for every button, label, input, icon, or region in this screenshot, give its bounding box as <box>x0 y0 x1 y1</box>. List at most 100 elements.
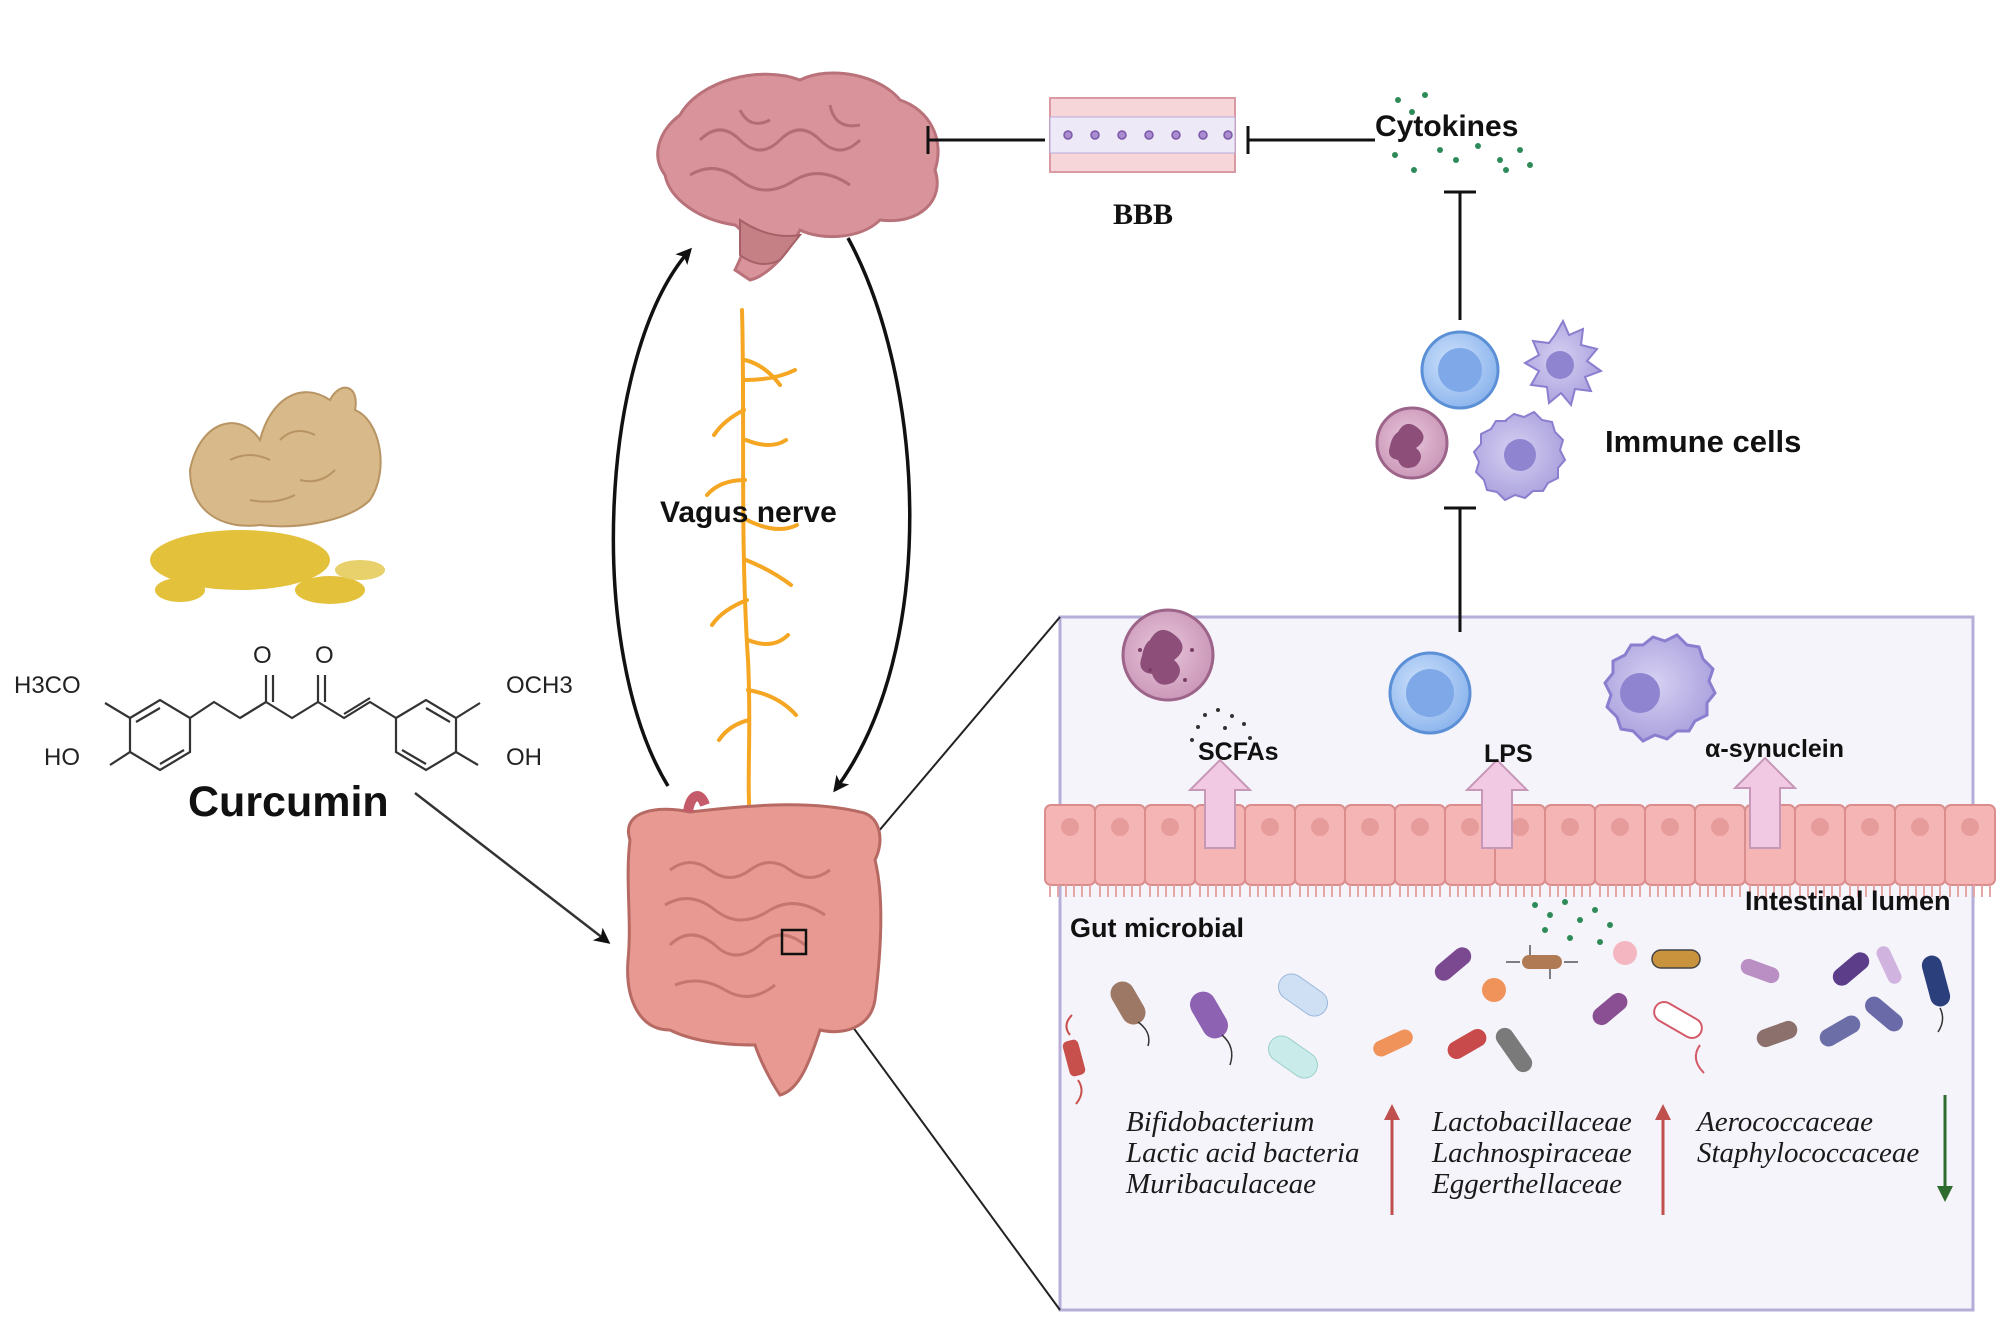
microvilli <box>1699 885 1741 897</box>
bacterium-lightblue <box>1278 973 1328 1017</box>
taxa-group-2: Lactobacillaceae Lachnospiraceae Eggerth… <box>1432 1107 1632 1200</box>
taxon-muribaculaceae: Muribaculaceae <box>1126 1168 1317 1200</box>
macrophage-cell <box>1603 633 1717 743</box>
intestine-illustration <box>626 791 883 1097</box>
bacterium-red-rod <box>1447 1029 1487 1059</box>
epithelial-nucleus <box>1611 818 1629 836</box>
gut-bacteria-illustrations <box>1062 899 1951 1105</box>
epithelial-nucleus <box>1061 818 1079 836</box>
epithelial-nucleus <box>1511 818 1529 836</box>
bacterium-brown <box>1110 981 1150 1047</box>
epithelial-cell <box>1594 804 1646 886</box>
turmeric-root-illustration <box>150 386 385 604</box>
cytokine-particles <box>1392 92 1533 173</box>
microvilli <box>1599 885 1641 897</box>
microvilli <box>1099 885 1141 897</box>
bacterium-pink-coccus <box>1613 941 1637 965</box>
bacterium-red-flagellated <box>1062 1014 1086 1105</box>
bacterium-plum <box>1434 947 1472 981</box>
scfas-translocation-arrow <box>1187 758 1253 849</box>
epithelial-nucleus <box>1711 818 1729 836</box>
microvilli <box>1349 885 1391 897</box>
scfas-particles <box>1190 708 1252 742</box>
gut-to-brain-arrow <box>611 247 693 787</box>
microvilli <box>1449 885 1491 897</box>
microvilli <box>1399 885 1441 897</box>
epithelial-nucleus <box>1111 818 1129 836</box>
epithelial-cell <box>1094 804 1146 886</box>
alpha-synuclein-label: α-synuclein <box>1705 735 1845 763</box>
microvilli <box>1199 885 1241 897</box>
bacterium-mint <box>1268 1035 1318 1079</box>
carbonyl-oxygen-1: O <box>253 642 272 669</box>
epithelial-cell <box>1894 804 1946 886</box>
microvilli <box>1749 885 1791 897</box>
microvilli <box>1949 885 1991 897</box>
curcumin-to-gut-arrow <box>414 792 611 944</box>
taxon-bifidobacterium: Bifidobacterium <box>1126 1106 1315 1138</box>
inhibition-gut-to-immune <box>1444 506 1476 632</box>
neutrophil-cell <box>1121 608 1215 702</box>
microvilli <box>1499 885 1541 897</box>
bacterium-pink-outlined <box>1653 1001 1705 1074</box>
epithelial-cell <box>1544 804 1596 886</box>
gut-detail-panel <box>794 608 1996 1312</box>
intestinal-epithelium <box>1044 804 1996 897</box>
epithelial-nucleus <box>1961 818 1979 836</box>
epithelial-nucleus <box>1361 818 1379 836</box>
epithelial-cell <box>1044 804 1096 886</box>
bacterium-navy <box>1921 955 1951 1033</box>
lymphocyte-icon <box>1420 330 1500 410</box>
microbiota-trend-arrows <box>1384 1095 1953 1215</box>
epithelial-cell <box>1644 804 1696 886</box>
scfas-label: SCFAs <box>1198 738 1279 766</box>
bacterium-gray <box>1495 1027 1533 1073</box>
brain-illustration <box>656 71 940 282</box>
gut-microbial-label: Gut microbial <box>1070 913 1245 943</box>
curcumin-chemical-structure <box>104 675 481 772</box>
left-methoxy-label: H3CO <box>14 672 81 699</box>
bacterium-magenta <box>1592 992 1628 1026</box>
trend-arrow-up-head <box>1655 1104 1671 1120</box>
bacterium-purple <box>1190 991 1233 1066</box>
epithelial-cell <box>1344 804 1396 886</box>
bacterium-indigo <box>1865 996 1903 1032</box>
taxon-lactic-acid-bacteria: Lactic acid bacteria <box>1126 1137 1360 1169</box>
immune-cells-label: Immune cells <box>1605 424 1802 459</box>
bbb-label: BBB <box>1113 198 1174 231</box>
inhibition-immune-to-cytokines <box>1444 190 1476 320</box>
epithelial-cell <box>1294 804 1346 886</box>
microvilli <box>1149 885 1191 897</box>
epithelial-cell <box>1794 804 1846 886</box>
taxa-group-1: Bifidobacterium Lactic acid bacteria Mur… <box>1126 1107 1360 1200</box>
inhibition-cytokines-to-bbb <box>1246 126 1375 154</box>
epithelial-nucleus <box>1261 818 1279 836</box>
taxon-eggerthellaceae: Eggerthellaceae <box>1432 1168 1623 1200</box>
lps-translocation-arrow <box>1464 758 1530 849</box>
vagus-nerve-label: Vagus nerve <box>660 496 837 529</box>
brain-to-gut-arrow <box>833 237 912 793</box>
bacterium-violet <box>1832 952 1870 986</box>
microvilli <box>1049 885 1091 897</box>
trend-arrow-up-head <box>1384 1104 1400 1120</box>
epithelial-nucleus <box>1811 818 1829 836</box>
inhibition-bbb-to-brain <box>926 126 1045 154</box>
bacterium-lavender <box>1740 958 1780 984</box>
bacteria-scatter-dots <box>1532 899 1613 945</box>
lymphocyte-cell <box>1388 651 1472 735</box>
trend-arrow-down-head <box>1937 1186 1953 1202</box>
epithelial-cell <box>1394 804 1446 886</box>
bacterium-orange-coccus <box>1482 978 1506 1002</box>
microvilli <box>1899 885 1941 897</box>
right-methoxy-label: OCH3 <box>506 672 573 699</box>
epithelial-nucleus <box>1911 818 1929 836</box>
epithelial-cell <box>1944 804 1996 886</box>
epithelial-cell <box>1844 804 1896 886</box>
carbonyl-oxygen-2: O <box>315 642 334 669</box>
bacterium-slate <box>1819 1015 1861 1047</box>
immune-cell-cluster <box>1375 318 1604 502</box>
epithelial-nucleus <box>1561 818 1579 836</box>
neutrophil-icon <box>1375 406 1449 480</box>
taxon-aerococcaceae: Aerococcaceae <box>1697 1106 1874 1138</box>
